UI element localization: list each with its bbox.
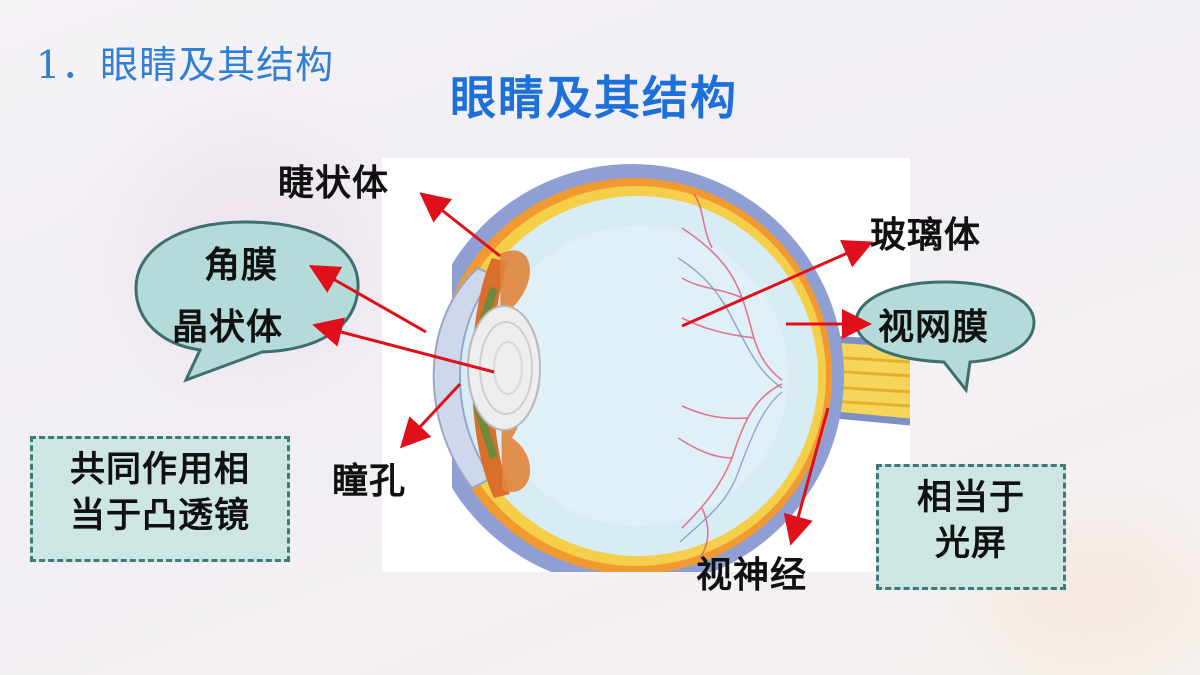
note-screen-line2: 光屏	[934, 524, 1007, 564]
eye-diagram-panel	[382, 158, 911, 588]
label-vitreous-body: 玻璃体	[870, 215, 982, 256]
note-convex-lens-line2: 当于凸透镜	[69, 496, 250, 536]
note-screen-line1: 相当于	[916, 478, 1025, 518]
label-lens: 晶状体	[172, 307, 284, 348]
note-box-convex-lens: 共同作用相 当于凸透镜	[30, 436, 290, 562]
section-heading: 1．眼睛及其结构	[36, 43, 335, 87]
label-ciliary-body: 睫状体	[278, 163, 390, 204]
page-title: 眼睛及其结构	[450, 71, 738, 125]
note-convex-lens-line1: 共同作用相	[69, 450, 250, 490]
label-pupil: 瞳孔	[332, 461, 407, 502]
label-retina: 视网膜	[878, 307, 990, 348]
eye-cross-section-illustration	[382, 158, 911, 588]
label-optic-nerve: 视神经	[696, 555, 808, 596]
label-cornea: 角膜	[204, 245, 279, 286]
note-box-screen: 相当于 光屏	[876, 464, 1066, 590]
